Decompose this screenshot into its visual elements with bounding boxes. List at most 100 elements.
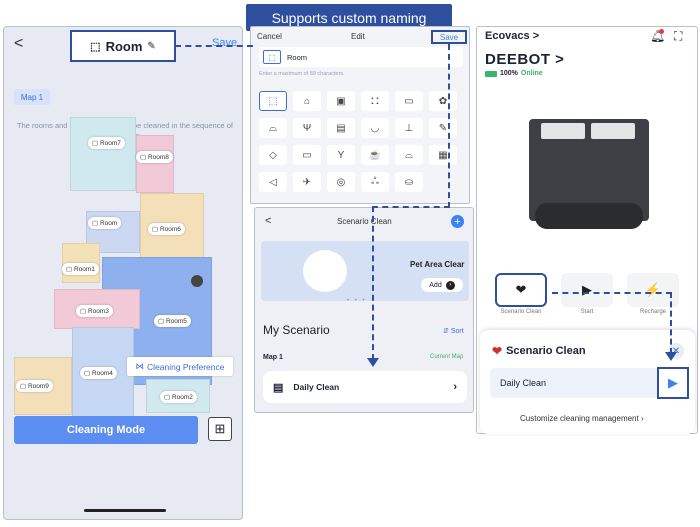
room-icon-option[interactable]: ▣ [327, 91, 355, 111]
add-area-button[interactable]: ⊞ [208, 417, 232, 441]
callout-text: Supports custom naming [271, 9, 427, 26]
sheet-title-text: Scenario Clean [506, 345, 586, 357]
room-area-room8[interactable] [136, 135, 174, 193]
scenario-back-button[interactable]: < [265, 215, 272, 227]
room-icon-option[interactable]: ⌂ [293, 91, 321, 111]
room-icon-option[interactable]: ⬚ [259, 91, 287, 111]
daily-clean-row[interactable]: ▤ Daily Clean › [263, 371, 467, 403]
room-icon-option[interactable]: ✿ [429, 91, 457, 111]
recharge-action[interactable]: ⚡ Recharge [627, 273, 683, 315]
room-icon-option[interactable]: Ψ [293, 118, 321, 138]
device-model[interactable]: DEEBOT > [485, 51, 565, 68]
room-label-room5: ▢ Room5 [154, 315, 191, 327]
room-name-field[interactable]: ⬚ Room [259, 47, 463, 67]
room-icon-option[interactable]: ☕ [361, 145, 389, 165]
pet-area-banner[interactable] [261, 241, 469, 301]
room-icon-option[interactable]: ◎ [327, 172, 355, 192]
notification-dot [659, 29, 664, 34]
connector-heart-to-play [552, 292, 672, 294]
cleaning-mode-button[interactable]: Cleaning Mode [14, 416, 198, 444]
recharge-action-label: Recharge [639, 309, 666, 315]
room-text: Room [99, 220, 118, 227]
scenario-clean-heart-icon: ❤ [495, 273, 547, 307]
save-button[interactable]: Save [212, 37, 238, 49]
room-icon-option[interactable]: ▦ [429, 145, 457, 165]
customize-link[interactable]: Customize cleaning management › [520, 414, 644, 423]
connector-title-to-edit [175, 45, 253, 47]
room-label-room8: ▢ Room8 [136, 151, 173, 163]
robot-vacuum-image [535, 203, 643, 229]
room-icon-option[interactable]: Y [327, 145, 355, 165]
add-scenario-icon[interactable]: + [451, 215, 464, 228]
arrow-to-play [665, 352, 677, 361]
room-icon-option[interactable]: ▭ [293, 145, 321, 165]
scenario-list-icon: ▤ [273, 381, 284, 394]
connector-save-down [448, 44, 450, 208]
dock-tank-left [541, 123, 585, 139]
cancel-button[interactable]: Cancel [257, 32, 282, 41]
chevron-right-icon: › [640, 414, 644, 423]
brand-link[interactable]: Ecovacs > [485, 30, 540, 42]
cleaning-preference-button[interactable]: ⋈Cleaning Preference [127, 357, 233, 376]
pet-area-add-button[interactable]: Add› [421, 278, 463, 292]
room-label-room7: ▢ Room7 [88, 137, 125, 149]
scenario-clean-action[interactable]: ❤ Scenario Clean [495, 273, 551, 315]
sheet-daily-clean-row[interactable]: Daily Clean [490, 368, 662, 398]
room-icon-option[interactable]: ⛀ [395, 172, 423, 192]
room-icon-option[interactable]: ▤ [327, 118, 355, 138]
room-area-room7[interactable] [70, 117, 136, 191]
room6-text: Room6 [159, 226, 181, 233]
run-scenario-play-icon[interactable]: ▶ [657, 367, 689, 399]
scan-icon[interactable]: ⛶ [674, 29, 683, 43]
room-label-room4: ▢ Room4 [80, 367, 117, 379]
start-action[interactable]: ▶ Start [561, 273, 617, 315]
scenario-clean-screen: < Scenario Clean + Pet Area Clear Add› •… [254, 207, 474, 413]
daily-clean-label: Daily Clean [293, 382, 340, 392]
room2-text: Room2 [171, 394, 193, 401]
play-icon: ▶ [561, 273, 613, 307]
edit-save-button[interactable]: Save [431, 30, 467, 44]
room-icon-option[interactable]: ✎ [429, 118, 457, 138]
edit-room-panel: Cancel Edit Save ⬚ Room Enter a maximum … [250, 26, 470, 204]
connector-play-down [670, 292, 672, 354]
room-icon-option[interactable]: ◡ [361, 118, 389, 138]
online-status: Online [520, 70, 543, 77]
room-icon-option[interactable]: ✈ [293, 172, 321, 192]
start-action-label: Start [580, 309, 594, 315]
heart-icon: ❤ [492, 344, 503, 358]
add-label: Add [429, 281, 442, 289]
current-map-badge: Current Map [430, 354, 464, 360]
room-label-room: ▢ Room [88, 217, 122, 229]
scenario-clean-sheet: ❤Scenario Clean ✕ Daily Clean ▶ Customiz… [480, 330, 695, 434]
room-type-icon: ⬚ [263, 50, 281, 64]
room-icon-option[interactable]: ⌓ [395, 145, 423, 165]
room-icon-option[interactable]: ஃ [361, 172, 389, 192]
room3-text: Room3 [87, 308, 109, 315]
room-icon-option[interactable]: ⌓ [259, 118, 287, 138]
room-icon-option[interactable]: ◇ [259, 145, 287, 165]
battery-status: 100% Online [485, 70, 543, 77]
map-tab[interactable]: Map 1 [14, 89, 50, 105]
sort-label: Sort [450, 328, 464, 335]
battery-icon [485, 70, 497, 77]
preference-icon: ⋈ [135, 361, 145, 371]
room-title-highlight[interactable]: ⬚ Room ✎ [70, 30, 176, 62]
back-button[interactable]: < [14, 35, 24, 52]
room-icon-option[interactable]: ⊥ [395, 118, 423, 138]
room-label-room6: ▢ Room6 [148, 223, 185, 235]
scenario-map-label: Map 1 [263, 354, 283, 361]
room5-text: Room5 [165, 318, 187, 325]
room-icon: ⬚ [90, 40, 101, 53]
room-icon-option[interactable]: ▭ [395, 91, 423, 111]
room-icon-option[interactable]: ⛚ [361, 91, 389, 111]
connector-save-horizontal [372, 206, 450, 208]
arrow-right-icon: › [445, 280, 455, 290]
edit-pencil-icon[interactable]: ✎ [147, 40, 156, 52]
cleaning-preference-label: Cleaning Preference [147, 361, 225, 372]
arrow-to-daily-clean [367, 358, 379, 367]
recharge-icon: ⚡ [627, 273, 679, 307]
room-icon-option[interactable]: ◁ [259, 172, 287, 192]
sort-button[interactable]: ⇵ Sort [443, 327, 464, 335]
robot-marker-icon [191, 275, 203, 287]
room4-text: Room4 [91, 370, 113, 377]
